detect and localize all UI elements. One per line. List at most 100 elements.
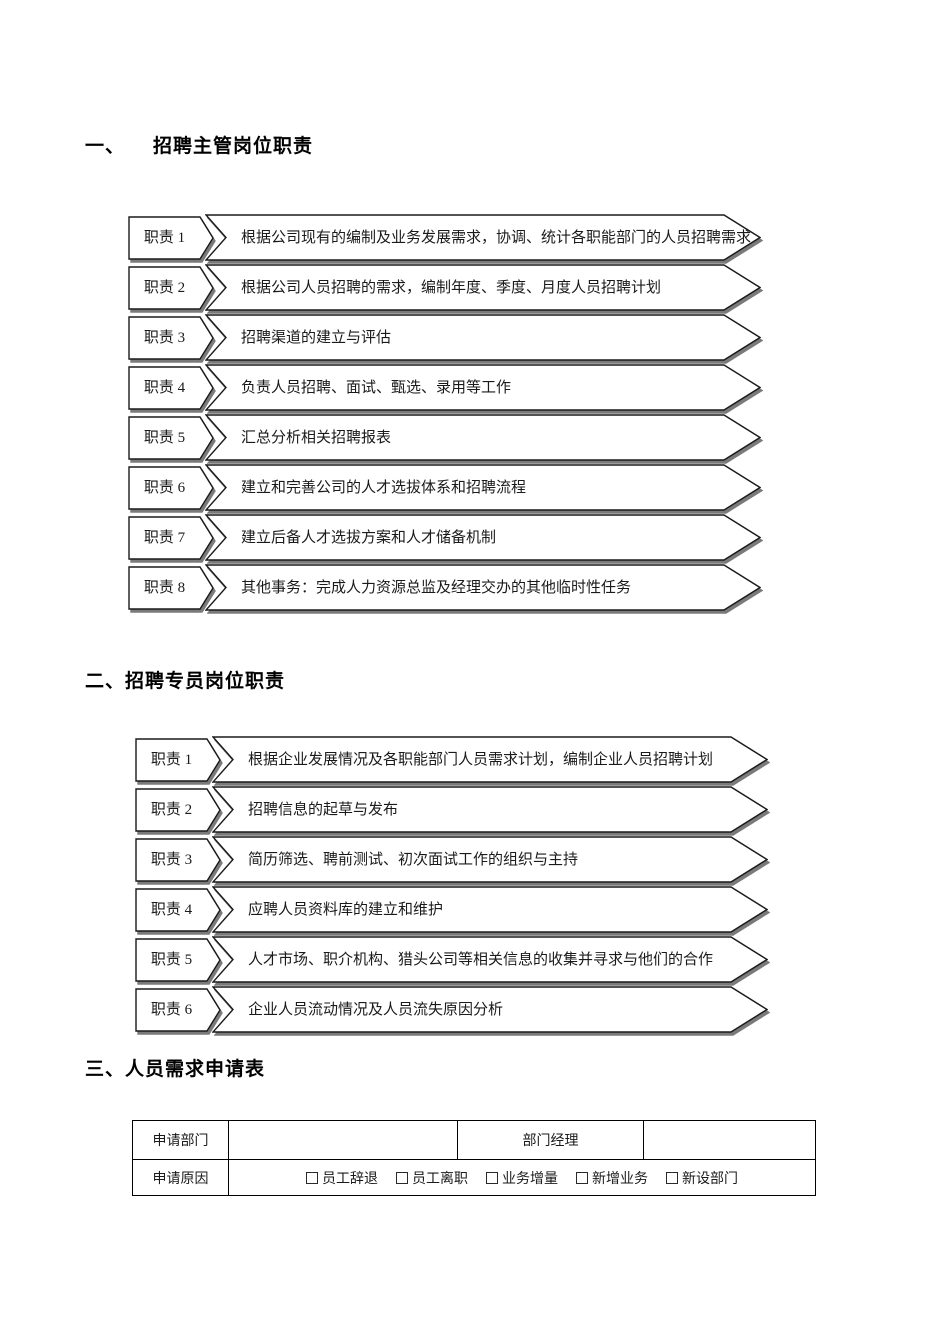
pentagon-arrow-icon (128, 215, 214, 260)
checkbox-icon[interactable] (306, 1171, 318, 1184)
pentagon-arrow-icon (128, 265, 214, 310)
responsibility-label-text: 职责 3 (150, 851, 193, 868)
responsibility-label-text: 职责 2 (143, 279, 186, 296)
reason-option-label: 员工辞退 (322, 1171, 378, 1187)
responsibility-row: 职责 8 其他事务：完成人力资源总监及经理交办的其他临时性任务 (128, 564, 761, 611)
responsibility-label-shape: 职责 3 (135, 837, 221, 882)
pentagon-arrow-icon (128, 315, 214, 360)
responsibility-chevron-shape: 人才市场、职介机构、猎头公司等相关信息的收集并寻求与他们的合作 (212, 936, 768, 983)
responsibility-text: 根据公司现有的编制及业务发展需求，协调、统计各职能部门的人员招聘需求 (241, 230, 752, 246)
chevron-banner-icon (205, 214, 761, 261)
reason-option[interactable]: 新增业务 (576, 1168, 648, 1188)
responsibility-label-shape: 职责 1 (135, 737, 221, 782)
responsibility-label-shape: 职责 6 (128, 465, 214, 510)
responsibility-label-text: 职责 5 (150, 951, 193, 968)
pentagon-arrow-icon (128, 565, 214, 610)
checkbox-icon[interactable] (666, 1171, 678, 1184)
responsibility-text: 建立和完善公司的人才选拔体系和招聘流程 (241, 480, 527, 496)
responsibility-label-shape: 职责 6 (135, 987, 221, 1032)
pentagon-arrow-icon (135, 937, 221, 982)
chevron-banner-icon (205, 514, 761, 561)
responsibility-text: 汇总分析相关招聘报表 (241, 430, 392, 446)
responsibility-row: 职责 3 简历筛选、聘前测试、初次面试工作的组织与主持 (135, 836, 768, 883)
chevron-banner-icon (205, 464, 761, 511)
responsibility-row: 职责 6 企业人员流动情况及人员流失原因分析 (135, 986, 768, 1033)
chevron-banner-icon (205, 564, 761, 611)
section-2-heading: 二、招聘专员岗位职责 (85, 666, 285, 693)
responsibility-label-shape: 职责 5 (135, 937, 221, 982)
pentagon-arrow-icon (135, 737, 221, 782)
responsibility-label-shape: 职责 4 (128, 365, 214, 410)
reason-option[interactable]: 新设部门 (666, 1168, 738, 1188)
responsibility-row: 职责 2 招聘信息的起草与发布 (135, 786, 768, 833)
responsibility-text: 根据公司人员招聘的需求，编制年度、季度、月度人员招聘计划 (241, 280, 662, 296)
responsibility-text: 其他事务：完成人力资源总监及经理交办的其他临时性任务 (241, 580, 632, 596)
chevron-banner-icon (205, 314, 761, 361)
responsibility-chevron-shape: 招聘信息的起草与发布 (212, 786, 768, 833)
responsibility-chevron-shape: 负责人员招聘、面试、甄选、录用等工作 (205, 364, 761, 411)
chevron-banner-icon (212, 986, 768, 1033)
responsibility-text: 简历筛选、聘前测试、初次面试工作的组织与主持 (248, 852, 579, 868)
responsibility-row: 职责 5 汇总分析相关招聘报表 (128, 414, 761, 461)
reason-option-label: 员工离职 (412, 1171, 468, 1187)
responsibility-row: 职责 6 建立和完善公司的人才选拔体系和招聘流程 (128, 464, 761, 511)
pentagon-arrow-icon (128, 365, 214, 410)
responsibility-text: 负责人员招聘、面试、甄选、录用等工作 (241, 380, 512, 396)
pentagon-arrow-icon (135, 987, 221, 1032)
chevron-banner-icon (205, 264, 761, 311)
department-value-cell[interactable] (228, 1120, 458, 1160)
reason-label-cell: 申请原因 (132, 1159, 229, 1196)
responsibility-text: 人才市场、职介机构、猎头公司等相关信息的收集并寻求与他们的合作 (248, 952, 714, 968)
section-3-heading: 三、人员需求申请表 (85, 1054, 265, 1081)
responsibility-label-text: 职责 5 (143, 429, 186, 446)
reason-option[interactable]: 员工离职 (396, 1168, 468, 1188)
responsibility-label-shape: 职责 2 (135, 787, 221, 832)
pentagon-arrow-icon (135, 787, 221, 832)
reason-option-label: 业务增量 (502, 1171, 558, 1187)
checkbox-icon[interactable] (396, 1171, 408, 1184)
manager-value-cell[interactable] (643, 1120, 816, 1160)
responsibility-row: 职责 5 人才市场、职介机构、猎头公司等相关信息的收集并寻求与他们的合作 (135, 936, 768, 983)
responsibility-label-text: 职责 6 (150, 1001, 193, 1018)
chevron-banner-icon (212, 786, 768, 833)
responsibility-label-text: 职责 4 (150, 901, 193, 918)
responsibility-chevron-shape: 根据公司人员招聘的需求，编制年度、季度、月度人员招聘计划 (205, 264, 761, 311)
chevron-banner-icon (205, 364, 761, 411)
responsibility-row: 职责 1 根据公司现有的编制及业务发展需求，协调、统计各职能部门的人员招聘需求 (128, 214, 761, 261)
responsibility-chevron-shape: 根据企业发展情况及各职能部门人员需求计划，编制企业人员招聘计划 (212, 736, 768, 783)
section-2-numeral: 二、 (85, 671, 126, 692)
chevron-banner-icon (212, 886, 768, 933)
responsibility-chevron-shape: 汇总分析相关招聘报表 (205, 414, 761, 461)
table-row: 申请原因 员工辞退 员工离职 业务增量 新增业务新设部门 (132, 1159, 816, 1196)
responsibility-label-text: 职责 1 (150, 751, 193, 768)
chevron-banner-icon (205, 414, 761, 461)
pentagon-arrow-icon (135, 887, 221, 932)
responsibility-label-text: 职责 1 (143, 229, 186, 246)
responsibility-text: 建立后备人才选拔方案和人才储备机制 (241, 530, 497, 546)
pentagon-arrow-icon (128, 415, 214, 460)
responsibility-label-shape: 职责 1 (128, 215, 214, 260)
checkbox-icon[interactable] (486, 1171, 498, 1184)
personnel-request-table: 申请部门 部门经理 申请原因 员工辞退员工离职业务增量新增业务新设部门 (132, 1120, 816, 1196)
section-3-numeral: 三、 (85, 1059, 126, 1080)
checkbox-icon[interactable] (576, 1171, 588, 1184)
responsibility-label-text: 职责 2 (150, 801, 193, 818)
responsibility-row: 职责 3 招聘渠道的建立与评估 (128, 314, 761, 361)
responsibility-label-shape: 职责 8 (128, 565, 214, 610)
responsibility-text: 招聘渠道的建立与评估 (241, 330, 392, 346)
responsibility-chevron-shape: 根据公司现有的编制及业务发展需求，协调、统计各职能部门的人员招聘需求 (205, 214, 761, 261)
responsibility-label-text: 职责 4 (143, 379, 186, 396)
reason-option[interactable]: 员工辞退 (306, 1168, 378, 1188)
responsibility-row: 职责 7 建立后备人才选拔方案和人才储备机制 (128, 514, 761, 561)
reason-option[interactable]: 业务增量 (486, 1168, 558, 1188)
responsibility-label-shape: 职责 2 (128, 265, 214, 310)
responsibility-chevron-shape: 招聘渠道的建立与评估 (205, 314, 761, 361)
responsibility-label-shape: 职责 7 (128, 515, 214, 560)
responsibility-row: 职责 4 负责人员招聘、面试、甄选、录用等工作 (128, 364, 761, 411)
responsibility-label-text: 职责 7 (143, 529, 186, 546)
responsibility-chevron-shape: 建立后备人才选拔方案和人才储备机制 (205, 514, 761, 561)
chevron-banner-icon (212, 936, 768, 983)
responsibility-row: 职责 4 应聘人员资料库的建立和维护 (135, 886, 768, 933)
chevron-banner-icon (212, 736, 768, 783)
